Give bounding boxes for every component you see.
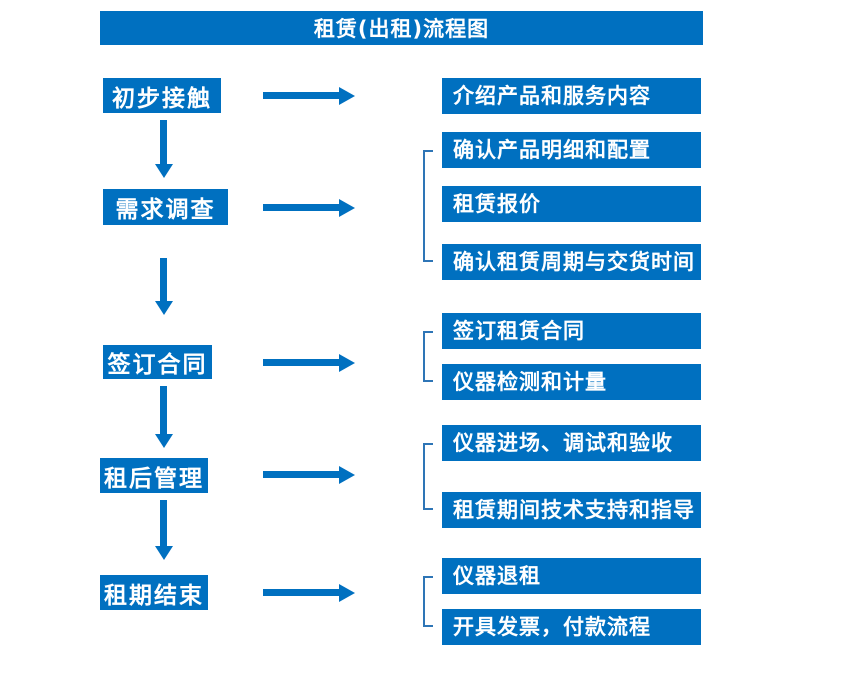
item-bar-invoice-payment: 开具发票，付款流程 xyxy=(442,609,701,645)
item-bar-instrument-return: 仪器退租 xyxy=(442,558,701,594)
down-arrow-4 xyxy=(160,500,167,546)
stage-box-demand-survey: 需求调查 xyxy=(103,189,228,225)
stage-box-rental-end: 租期结束 xyxy=(100,575,208,610)
item-bar-introduce-products-services: 介绍产品和服务内容 xyxy=(442,78,701,114)
right-arrow-4 xyxy=(263,471,339,478)
group-bracket-rental-end xyxy=(423,576,433,627)
flowchart-title: 租赁(出租)流程图 xyxy=(100,11,703,45)
right-arrow-5 xyxy=(263,589,339,596)
item-bar-confirm-period-delivery: 确认租赁周期与交货时间 xyxy=(442,244,701,280)
group-bracket-post-rental xyxy=(423,443,433,510)
item-bar-rental-quotation: 租赁报价 xyxy=(442,186,701,222)
down-arrow-1 xyxy=(160,120,167,164)
item-bar-confirm-product-details: 确认产品明细和配置 xyxy=(442,132,701,168)
down-arrow-3 xyxy=(160,386,167,434)
right-arrow-2 xyxy=(263,204,339,211)
stage-box-initial-contact: 初步接触 xyxy=(103,78,221,113)
stage-box-sign-contract: 签订合同 xyxy=(103,345,212,379)
item-bar-instrument-testing: 仪器检测和计量 xyxy=(442,364,701,400)
item-bar-tech-support-guidance: 租赁期间技术支持和指导 xyxy=(442,492,701,528)
right-arrow-3 xyxy=(263,359,339,366)
down-arrow-2 xyxy=(160,258,167,301)
item-bar-sign-rental-contract: 签订租赁合同 xyxy=(442,313,701,349)
stage-box-post-rental-management: 租后管理 xyxy=(100,458,208,493)
right-arrow-1 xyxy=(263,92,339,99)
group-bracket-sign-contract xyxy=(423,331,433,382)
group-bracket-demand-survey xyxy=(423,150,433,262)
item-bar-instrument-setup-acceptance: 仪器进场、调试和验收 xyxy=(442,425,701,461)
